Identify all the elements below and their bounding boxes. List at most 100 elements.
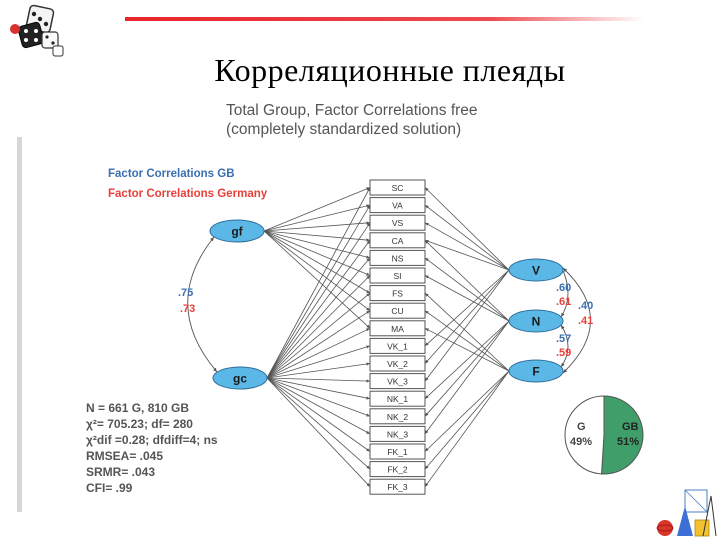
indicator-label: SC <box>392 183 404 193</box>
title-underline-bar <box>125 17 645 21</box>
corr-n-f-germany: .59 <box>556 347 571 359</box>
corr-v-n-gb: .60 <box>556 282 571 294</box>
indicator-boxes: SCVAVSCANSSIFSCUMAVK_1VK_2VK_3NK_1NK_2NK… <box>369 179 426 495</box>
loading-path <box>266 327 371 379</box>
loading-path <box>266 257 371 379</box>
pie-slice <box>601 395 644 475</box>
indicator-label: NK_1 <box>387 394 409 404</box>
indicator-label: FK_1 <box>387 447 408 457</box>
fit-stat-line: N = 661 G, 810 GB <box>86 401 189 415</box>
latent-factor: N <box>508 309 564 333</box>
loading-path <box>266 377 371 452</box>
loading-path <box>263 230 371 294</box>
loading-path <box>424 370 510 452</box>
loading-path <box>266 187 371 379</box>
corr-v-f-gb: .40 <box>578 300 593 312</box>
pie-percent-g: 49% <box>570 436 592 448</box>
corr-arc-v-f <box>562 267 591 374</box>
loading-path <box>266 292 371 379</box>
loading-path <box>266 310 371 379</box>
indicator-label: NS <box>392 253 404 263</box>
loading-path <box>263 230 371 259</box>
loading-path <box>266 275 371 379</box>
indicator-box: NK_3 <box>369 425 426 442</box>
loading-path <box>424 269 510 382</box>
loading-path <box>424 327 510 372</box>
loading-path <box>424 370 510 487</box>
slide-title: Корреляционные плеяды <box>214 52 566 88</box>
loading-path <box>263 187 371 232</box>
indicator-box: SI <box>369 267 426 284</box>
loading-path <box>263 204 371 232</box>
loading-path <box>263 221 371 232</box>
indicator-label: NK_2 <box>387 412 409 422</box>
fit-stat-line: χ²dif =0.28; dfdiff=4; ns <box>86 433 218 447</box>
loading-path <box>424 275 510 322</box>
latent-factor: V <box>508 258 564 282</box>
indicator-box: MA <box>369 320 426 337</box>
latent-factor: gc <box>212 366 268 390</box>
loading-path <box>266 377 371 435</box>
latent-factor: F <box>508 359 564 383</box>
loading-path <box>424 292 510 372</box>
indicator-box: VK_2 <box>369 355 426 372</box>
loading-path <box>266 222 371 379</box>
loading-path <box>424 320 510 399</box>
factor-label: gc <box>233 372 247 386</box>
pie-percent-gb: 51% <box>617 436 639 448</box>
indicator-box: SC <box>369 179 426 196</box>
loading-path <box>424 310 510 372</box>
loading-path <box>424 240 510 322</box>
loading-path <box>424 269 510 347</box>
loading-path <box>424 222 510 271</box>
indicator-box: FK_3 <box>369 478 426 495</box>
loading-path <box>266 377 371 383</box>
legend-gb: Factor Correlations GB <box>108 168 235 180</box>
loading-path <box>424 370 510 470</box>
indicator-label: CA <box>392 236 404 246</box>
indicator-box: VK_3 <box>369 373 426 390</box>
loading-path <box>266 345 371 379</box>
factor-label: V <box>532 264 540 278</box>
pie-label-gb: GB <box>622 421 639 433</box>
loading-path <box>263 230 371 329</box>
loading-path <box>424 269 510 364</box>
fit-statistics: N = 661 G, 810 GB χ²= 705.23; df= 280 χ²… <box>86 401 218 495</box>
path-lines <box>263 187 510 487</box>
latent-factors: gf gc V N F <box>209 219 564 390</box>
sample-pie-chart <box>564 395 644 475</box>
indicator-label: CU <box>391 306 403 316</box>
indicator-box: NK_1 <box>369 390 426 407</box>
indicator-label: FS <box>392 289 403 299</box>
indicator-label: VS <box>392 218 404 228</box>
loading-path <box>266 377 371 400</box>
corr-gf-gc-germany: .73 <box>180 303 195 315</box>
legend-germany: Factor Correlations Germany <box>108 188 268 200</box>
geometry-shapes-icon <box>656 489 717 537</box>
indicator-box: VS <box>369 214 426 231</box>
loading-path <box>263 230 371 312</box>
figure-subtitle: (completely standardized solution) <box>226 121 461 138</box>
corr-arc-gf-gc <box>187 236 218 373</box>
loading-path <box>263 230 371 242</box>
indicator-label: FK_3 <box>387 482 408 492</box>
fit-stat-line: SRMR= .043 <box>86 465 155 479</box>
fit-stat-line: χ²= 705.23; df= 280 <box>86 417 193 431</box>
latent-factor: gf <box>209 219 265 243</box>
corr-v-n-germany: .61 <box>556 296 571 308</box>
indicator-box: FK_1 <box>369 443 426 460</box>
factor-label: N <box>532 315 541 329</box>
figure-title: Total Group, Factor Correlations free <box>226 102 478 119</box>
fit-stat-line: RMSEA= .045 <box>86 449 163 463</box>
indicator-box: FS <box>369 285 426 302</box>
indicator-box: NS <box>369 249 426 266</box>
indicator-label: MA <box>391 324 404 334</box>
indicator-label: SI <box>393 271 401 281</box>
pie-slice <box>564 395 605 475</box>
loading-path <box>263 230 371 276</box>
indicator-label: NK_3 <box>387 429 409 439</box>
loading-path <box>266 362 371 379</box>
pie-label-g: G <box>577 421 586 433</box>
